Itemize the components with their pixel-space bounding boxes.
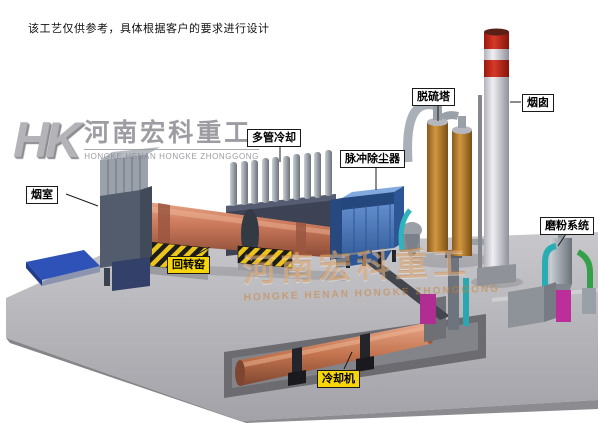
logo-company-name-cn: 河南宏科重工 [84,119,253,147]
logo-company-name-en: HONGKE HENAN HONGKE ZHONGGONG [84,149,259,161]
leader-lines [65,101,567,370]
blue-platform [26,250,100,286]
label-smoke-chamber: 烟室 [26,186,58,204]
grinding-system [508,224,596,328]
label-cooling-machine: 冷却机 [317,370,360,388]
label-pulse-dust-collector: 脉冲除尘器 [340,150,405,168]
logo-monogram: HK [13,112,81,168]
label-grinding-system: 磨粉系统 [540,217,594,235]
pulse-dust-collector [330,186,404,268]
fan-and-cyclones [398,208,422,256]
company-logo-watermark: HK 河南宏科重工 HONGKE HENAN HONGKE ZHONGGONG [13,114,259,166]
label-desulfurization-tower: 脱硫塔 [412,88,455,106]
label-chimney: 烟囱 [522,94,554,112]
smoke-chamber [100,147,160,291]
disclaimer-text: 该工艺仅供参考，具体根据客户的要求进行设计 [28,23,270,35]
desulfurization-towers [403,100,486,256]
label-rotary-kiln: 回转窑 [167,256,210,274]
label-multi-tube-cooler: 多管冷却 [247,129,301,147]
chimney [477,28,516,286]
cooling-machine [235,296,446,386]
